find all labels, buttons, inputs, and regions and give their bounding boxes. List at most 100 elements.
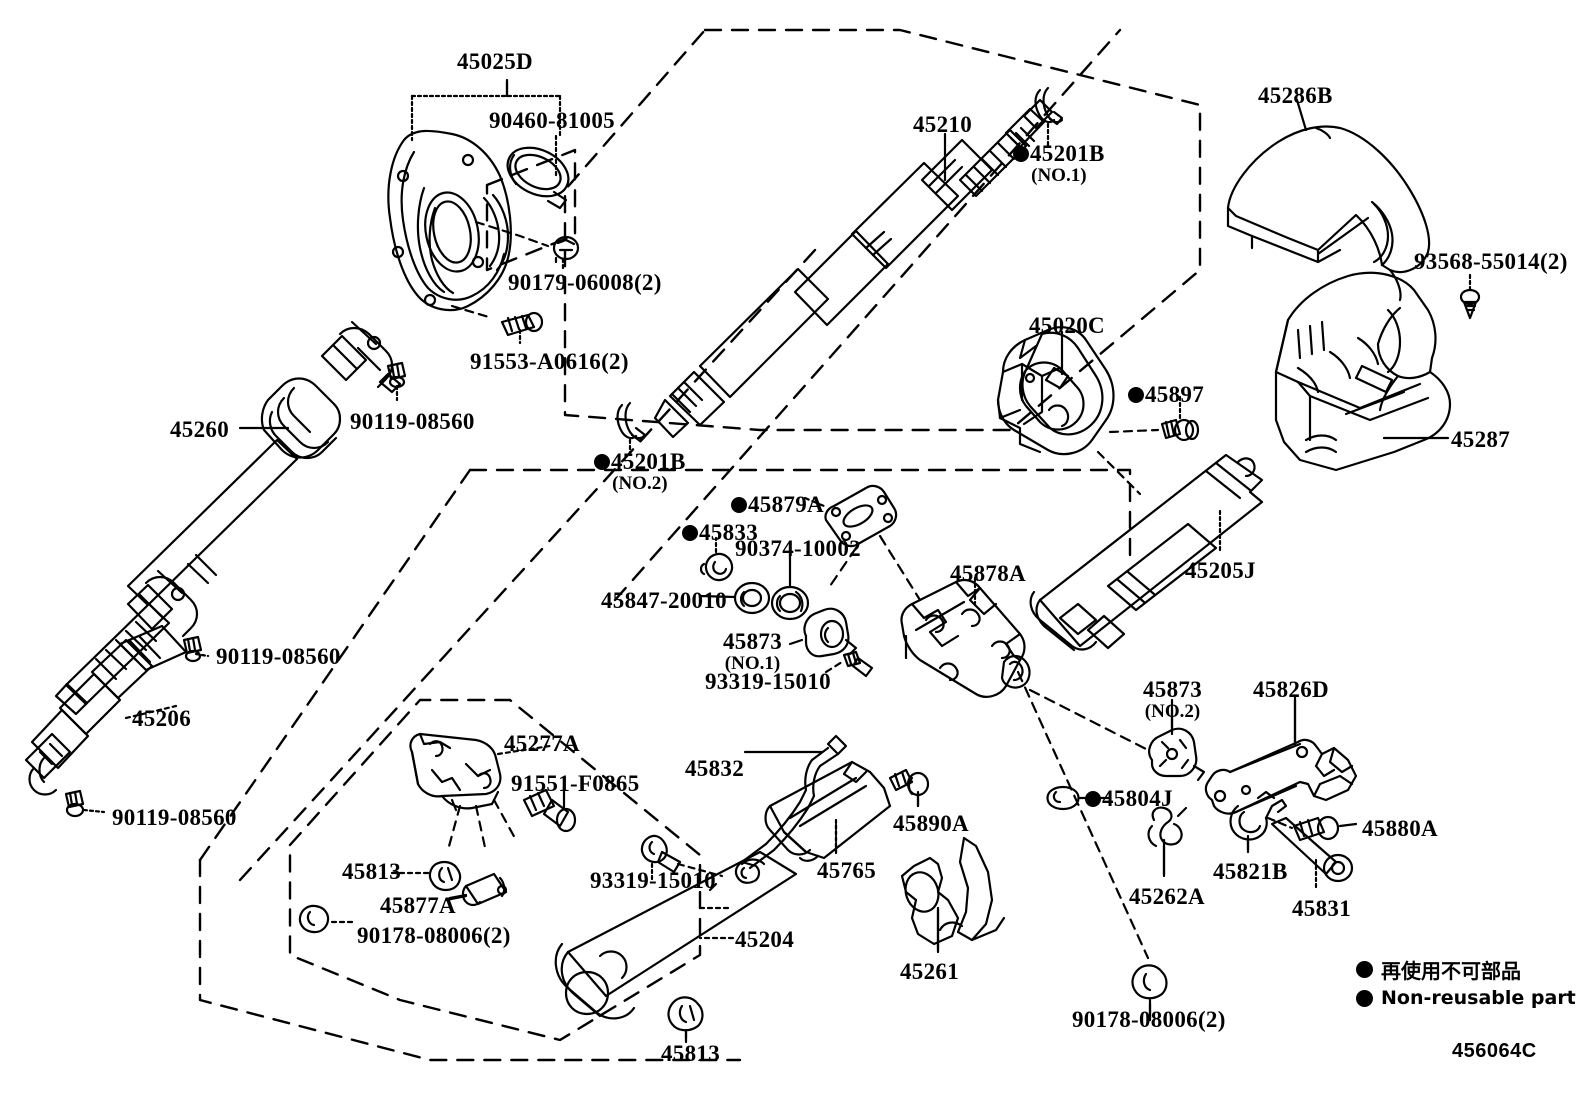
part-number: 45804J: [1102, 786, 1173, 811]
part-label-45897[interactable]: 45897: [1128, 382, 1204, 407]
part-90119-08560-upper-art: [386, 361, 407, 389]
part-label-45821b[interactable]: 45821B: [1213, 859, 1288, 884]
part-note: (NO.1): [1031, 165, 1087, 187]
non-reusable-bullet-icon: [731, 497, 747, 513]
part-label-93568-55014-2[interactable]: 93568-55014(2): [1414, 249, 1568, 274]
part-90178-08006-right-art: [1131, 964, 1168, 1000]
part-label-45877a[interactable]: 45877A: [380, 893, 456, 918]
part-label-45204[interactable]: 45204: [735, 927, 794, 952]
part-number: 91551-F0865: [511, 771, 640, 796]
part-label-45201b[interactable]: 45201B(NO.2): [594, 449, 686, 494]
part-45261-art: [900, 836, 1006, 946]
part-number: 45890A: [893, 811, 969, 836]
part-label-90374-10002[interactable]: 90374-10002: [735, 536, 861, 561]
part-label-45832[interactable]: 45832: [685, 756, 744, 781]
legend: 再使用不可部品 Non-reusable part: [1356, 955, 1576, 1012]
part-number: 45880A: [1362, 816, 1438, 841]
part-label-93319-15010[interactable]: 93319-15010: [705, 669, 831, 694]
part-number: 45833: [699, 520, 758, 545]
part-label-45873[interactable]: 45873(NO.2): [1143, 677, 1202, 723]
part-label-45261[interactable]: 45261: [900, 959, 959, 984]
part-label-90119-08560[interactable]: 90119-08560: [112, 805, 237, 830]
part-number: 45826D: [1253, 677, 1329, 702]
part-label-91553-a0616-2[interactable]: 91553-A0616(2): [470, 349, 629, 374]
part-label-45020c[interactable]: 45020C: [1029, 313, 1105, 338]
legend-english-text: Non-reusable part: [1381, 987, 1576, 1009]
part-number: 45201B: [1030, 141, 1105, 166]
part-label-93319-15010[interactable]: 93319-15010: [590, 868, 716, 893]
part-label-45804j[interactable]: 45804J: [1085, 786, 1173, 811]
part-label-45847-20010[interactable]: 45847-20010: [601, 588, 727, 613]
part-label-45210[interactable]: 45210: [913, 112, 972, 137]
part-45873-no2-art: [1148, 727, 1206, 782]
part-number: 45847-20010: [601, 588, 727, 613]
part-label-90179-06008-2[interactable]: 90179-06008(2): [508, 270, 662, 295]
part-number: 45897: [1145, 382, 1204, 407]
part-label-45813[interactable]: 45813: [342, 859, 401, 884]
part-label-45826d[interactable]: 45826D: [1253, 677, 1329, 702]
part-45205j-art: [1029, 453, 1264, 652]
part-45847-20010-art: [733, 581, 771, 615]
part-number: 45210: [913, 112, 972, 137]
part-number: 45878A: [950, 561, 1026, 586]
part-45020c-art: [996, 326, 1115, 456]
part-label-45286b[interactable]: 45286B: [1258, 83, 1333, 108]
part-label-45878a[interactable]: 45878A: [950, 561, 1026, 586]
part-label-45277a[interactable]: 45277A: [504, 731, 580, 756]
part-label-45765[interactable]: 45765: [817, 858, 876, 883]
part-label-91551-f0865[interactable]: 91551-F0865: [511, 771, 640, 796]
part-45813-upper-art: [428, 860, 462, 892]
part-45804j-art: [1046, 785, 1080, 811]
part-label-45833[interactable]: 45833: [682, 520, 758, 545]
part-label-45260[interactable]: 45260: [170, 417, 229, 442]
part-label-45205j[interactable]: 45205J: [1185, 558, 1256, 583]
part-number: 45879A: [748, 492, 824, 517]
part-90178-08006-left-art: [298, 904, 330, 934]
part-label-45201b[interactable]: 45201B(NO.1): [1013, 141, 1105, 187]
part-93319-15010-lower-art: [640, 834, 682, 874]
part-label-45025d[interactable]: 45025D: [457, 49, 533, 74]
part-label-90119-08560[interactable]: 90119-08560: [216, 644, 341, 669]
part-label-90460-81005[interactable]: 90460-81005: [489, 108, 615, 133]
part-45262a-art: [1147, 806, 1188, 848]
part-number: 45277A: [504, 731, 580, 756]
part-label-45831[interactable]: 45831: [1292, 896, 1351, 921]
part-number: 45873: [1143, 677, 1202, 702]
part-90374-10002-art: [770, 585, 810, 621]
non-reusable-bullet-icon: [1085, 791, 1101, 807]
part-label-90178-08006-2[interactable]: 90178-08006(2): [1072, 1007, 1226, 1032]
part-label-45813[interactable]: 45813: [661, 1041, 720, 1066]
part-number: 45813: [342, 859, 401, 884]
part-number: 45020C: [1029, 313, 1105, 338]
part-number: 45261: [900, 959, 959, 984]
part-91551-f0865-art: [522, 788, 577, 833]
part-number: 90178-08006(2): [1072, 1007, 1226, 1032]
legend-japanese-text: 再使用不可部品: [1381, 959, 1521, 983]
legend-row-japanese: 再使用不可部品: [1356, 955, 1576, 984]
part-label-45287[interactable]: 45287: [1451, 427, 1510, 452]
part-number: 45025D: [457, 49, 533, 74]
part-number: 90374-10002: [735, 536, 861, 561]
part-label-90119-08560[interactable]: 90119-08560: [350, 409, 475, 434]
non-reusable-bullet-icon: [1356, 961, 1373, 978]
part-number: 90179-06008(2): [508, 270, 662, 295]
part-93319-15010-upper-art: [842, 650, 874, 678]
non-reusable-bullet-icon: [1356, 989, 1373, 1007]
part-number: 90178-08006(2): [357, 923, 511, 948]
part-note: (NO.1): [724, 653, 781, 675]
part-number: 45206: [132, 706, 191, 731]
part-number: 45877A: [380, 893, 456, 918]
part-label-45206[interactable]: 45206: [132, 706, 191, 731]
part-label-45890a[interactable]: 45890A: [893, 811, 969, 836]
part-label-45879a[interactable]: 45879A: [731, 492, 824, 517]
part-number: 45765: [817, 858, 876, 883]
part-label-45873[interactable]: 45873(NO.1): [723, 629, 782, 675]
part-label-90178-08006-2[interactable]: 90178-08006(2): [357, 923, 511, 948]
part-45890a-art: [888, 768, 930, 797]
part-number: 45821B: [1213, 859, 1288, 884]
part-90119-08560-mid-art: [182, 635, 203, 663]
part-label-45262a[interactable]: 45262A: [1129, 884, 1205, 909]
part-90460-81005-art: [506, 146, 570, 210]
part-label-45880a[interactable]: 45880A: [1362, 816, 1438, 841]
part-note: (NO.2): [1144, 701, 1201, 723]
